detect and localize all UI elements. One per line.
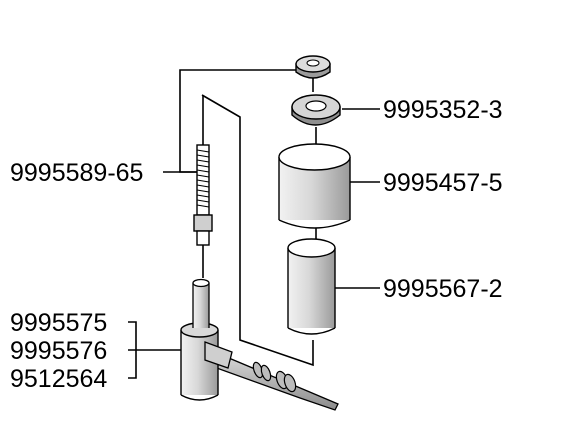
washer-part: [291, 94, 341, 145]
label-washer: 9995352-3: [383, 96, 503, 124]
leader-lines: [128, 69, 380, 379]
label-cylinder-3: 9512564: [10, 365, 107, 393]
label-nut: 9995589-65: [10, 159, 143, 187]
label-lower-sleeve: 9995567-2: [383, 275, 503, 303]
assembly-line: [201, 94, 314, 367]
threaded-rod: [193, 96, 213, 278]
lower-sleeve-part: [287, 238, 336, 335]
nut-part: [295, 55, 331, 92]
label-cylinder-1: 9995575: [10, 309, 107, 337]
hydraulic-cylinder-part: [180, 278, 339, 411]
label-cylinder-2: 9995576: [10, 337, 107, 365]
upper-sleeve-part: [278, 143, 351, 243]
label-upper-sleeve: 9995457-5: [383, 169, 503, 197]
